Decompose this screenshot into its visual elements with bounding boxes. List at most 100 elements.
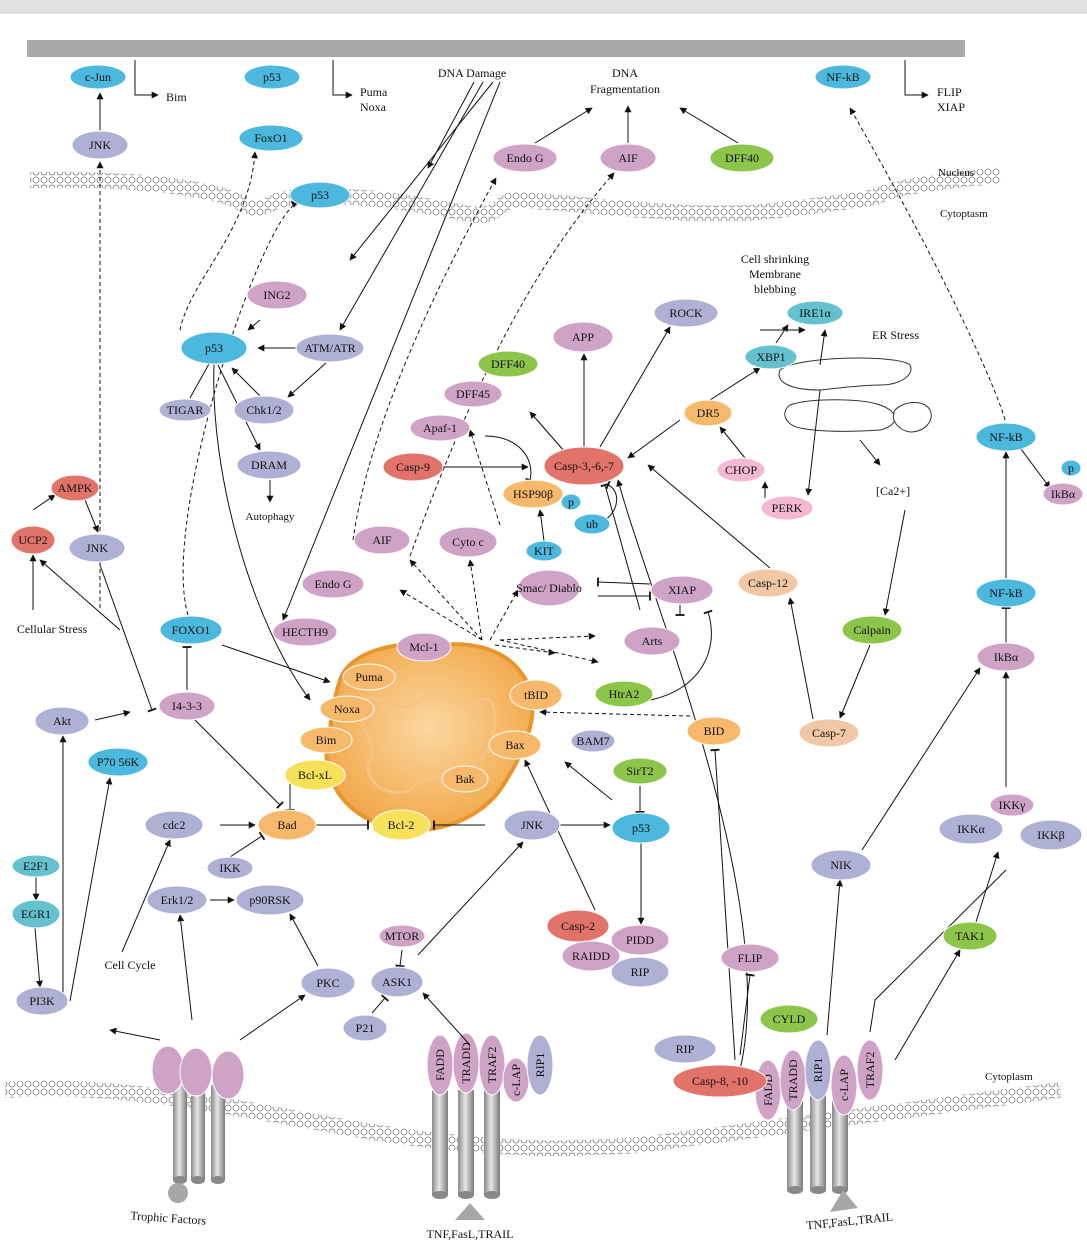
node-casp2: Casp-2 — [546, 909, 610, 943]
node-label: P21 — [356, 1021, 375, 1035]
node-label: DFF40 — [491, 357, 525, 371]
node-shape — [477, 350, 539, 378]
label-puma-out: Puma — [360, 85, 388, 99]
node-label: Bcl-2 — [388, 818, 415, 832]
node-ub: ub — [573, 513, 611, 535]
label-noxa-out: Noxa — [360, 100, 387, 114]
label-dna-fragmentation-2: Fragmentation — [590, 82, 660, 96]
node-shape — [786, 300, 844, 326]
node-label: P70 56K — [97, 755, 140, 769]
node-label: APP — [572, 330, 594, 344]
node-label: tBID — [524, 688, 548, 702]
node-shape — [650, 575, 714, 605]
node-label: Arts — [642, 634, 663, 648]
node-label: ASK1 — [382, 975, 412, 989]
node-puma: Puma — [342, 663, 396, 691]
node-erk: Erk1/2 — [146, 885, 208, 915]
inhibition-edge-52 — [484, 435, 535, 482]
node-shape — [71, 130, 129, 160]
activation-edge-46 — [869, 869, 1007, 1033]
node-p70: P70 56K — [87, 747, 149, 777]
node-label: BID — [704, 724, 725, 738]
node-aif-mid: AIF — [353, 525, 411, 555]
node-shape — [1019, 819, 1083, 851]
node-shape — [342, 663, 396, 691]
activation-edge-35 — [859, 439, 881, 466]
node-casp12: Casp-12 — [737, 568, 799, 598]
activation-edge-1 — [134, 60, 159, 99]
node-label: IKK — [219, 861, 241, 875]
svg-text:TRAF2: TRAF2 — [863, 1052, 877, 1089]
node-shape — [810, 849, 872, 881]
node-shape — [289, 181, 351, 209]
node-calpain: Calpain — [841, 615, 903, 645]
inhibition-edge-20 — [189, 359, 215, 399]
node-label: DFF45 — [456, 387, 490, 401]
endoplasmic-reticulum — [778, 357, 932, 433]
node-label: UCP2 — [18, 533, 47, 547]
activation-edge-3 — [904, 60, 929, 99]
node-cyld: CYLD — [759, 1004, 819, 1034]
node-shape — [672, 1064, 768, 1098]
node-kit: KIT — [525, 540, 563, 562]
node-shape — [560, 493, 582, 511]
activation-edge-38 — [787, 597, 814, 720]
node-label: HSP90β — [513, 487, 553, 501]
nuclear-envelope-bar — [27, 40, 965, 57]
activation-edge-75 — [84, 499, 99, 533]
receptor-adaptor-left-1: TRADD — [452, 1032, 480, 1094]
node-shape — [206, 856, 254, 880]
node-shape — [610, 924, 670, 956]
node-label: XIAP — [668, 583, 696, 597]
node-bim: Bim — [299, 726, 353, 754]
node-ampk: AMPK — [50, 474, 100, 502]
label-nucleus: Nucleus — [938, 167, 974, 179]
node-label: TIGAR — [167, 403, 204, 417]
node-shape — [653, 298, 719, 328]
inhibition-edge-63 — [596, 577, 651, 587]
node-label: DFF40 — [725, 151, 759, 165]
node-bax: Bax — [488, 730, 542, 760]
node-shape — [509, 679, 563, 711]
node-shape — [737, 568, 799, 598]
node-shape — [236, 450, 302, 480]
node-nik: NIK — [810, 849, 872, 881]
node-label: ATM/ATR — [304, 341, 355, 355]
receptor-cylinder — [191, 1085, 205, 1184]
node-label: Apaf-1 — [423, 421, 457, 435]
node-htra2: HtrA2 — [594, 680, 654, 708]
activation-edge-6 — [427, 81, 475, 169]
receptor-cylinder — [458, 1090, 474, 1199]
node-shape — [503, 809, 561, 841]
node-hecth9: HECTH9 — [272, 617, 338, 647]
node-label: Bax — [505, 738, 524, 752]
node-label: E2F1 — [23, 859, 49, 873]
node-label: Casp-9 — [396, 460, 430, 474]
node-cdc2: cdc2 — [144, 810, 204, 840]
node-shape — [180, 331, 248, 365]
node-shape — [612, 757, 668, 785]
activation-edge-7 — [282, 81, 501, 621]
node-shape — [11, 899, 61, 929]
node-hsp90: HSP90β — [502, 479, 564, 509]
label-tnf-left: TNF,FasL,TRAIL — [426, 1227, 513, 1241]
activation-edge-36 — [882, 509, 906, 616]
node-ing2: ING2 — [246, 280, 308, 310]
node-shape — [1042, 482, 1084, 506]
node-shape — [409, 414, 471, 442]
node-p-right: p — [1060, 459, 1082, 477]
svg-text:c-LAP: c-LAP — [509, 1064, 523, 1096]
activation-edge-27 — [627, 419, 681, 459]
node-shape — [353, 525, 411, 555]
svg-text:RIP1: RIP1 — [533, 1053, 547, 1078]
label-er-stress: ER Stress — [872, 328, 919, 342]
activation-edge-86 — [34, 927, 43, 988]
activation-edge-82 — [69, 777, 113, 1002]
activation-edge-16 — [247, 319, 261, 331]
activation-edge-92 — [289, 913, 319, 967]
node-shape — [87, 747, 149, 777]
node-shape — [284, 759, 346, 791]
node-shape — [235, 884, 305, 916]
receptor-adaptor-right-2: RIP1 — [804, 1039, 832, 1101]
node-shape — [243, 64, 301, 90]
